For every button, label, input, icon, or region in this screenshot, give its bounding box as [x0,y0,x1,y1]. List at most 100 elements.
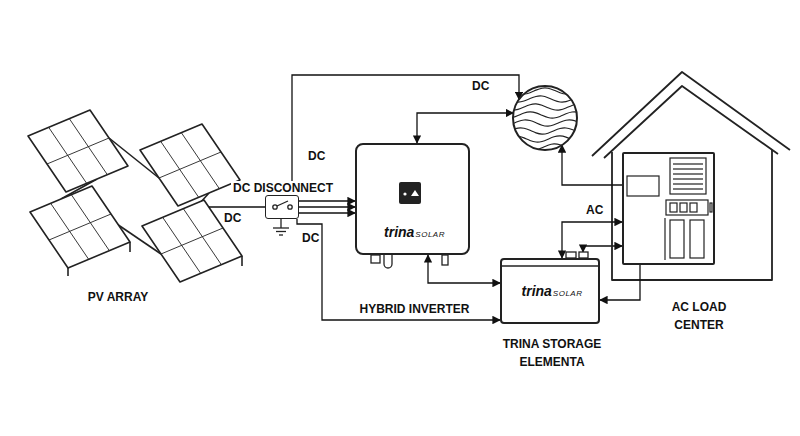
pv-array: PV ARRAY [20,95,209,270]
grid-symbol [512,85,578,151]
dc-wire [299,200,355,201]
grid-circle-outline [513,86,577,150]
brand-logo: trina [384,224,414,240]
ground-symbol [273,227,289,228]
wave-line [506,120,584,126]
ground-wire [280,219,281,228]
vent-line [673,173,703,174]
switch-contact [288,205,292,209]
indicator [710,203,712,212]
solar-panel [140,124,240,206]
panel-leg [67,268,69,276]
brand-logo: SOLAR [553,289,583,298]
vent-line [673,178,703,179]
breaker-column [690,220,704,258]
panel-cells [47,119,223,274]
dc-disconnect: DC DISCONNECT [265,195,299,219]
brand-logo-group: trinaSOLAR [502,282,602,300]
vent [670,158,706,194]
wire-label: DC [300,232,321,245]
wire-label: DC [222,212,243,225]
house-outline [592,72,790,280]
brand-logo: trina [522,283,552,299]
battery-lid [502,265,598,266]
panel-cell-line [47,138,109,164]
wire-label: DC [470,80,491,93]
switch-blade [277,201,288,206]
component-label: HYBRID INVERTER [359,302,469,316]
wire-connector [292,75,519,195]
vent-line [673,188,703,189]
wire-connector [428,255,500,283]
brand-logo: SOLAR [415,230,445,239]
dc-wire [299,212,355,213]
wire-connector [417,113,513,143]
component-label: PV ARRAY [88,290,148,304]
panel-divider [664,218,665,260]
dc-wires [299,201,622,252]
inverter-details [371,182,448,268]
cable-gland [384,255,392,268]
load-center-details [627,158,712,260]
component-label: AC LOAD CENTER [672,300,727,332]
ground-symbol [276,231,286,232]
control-button [680,203,687,212]
wire-connector [299,206,355,207]
pv-panels [28,110,242,282]
grid-circle [512,85,578,151]
component-label-group: PV ARRAY [60,287,176,305]
wave-line [506,112,584,118]
wire-connector [562,222,622,258]
control-button [670,203,677,212]
ac-wire [583,246,622,252]
switch-contact [273,205,277,209]
disconnect-symbol [273,201,292,235]
wire-label: AC [584,204,605,217]
wave-line [506,88,584,94]
display-led [403,192,406,195]
house-roof [604,86,778,158]
ac-load-center: AC LOAD CENTER [622,152,715,265]
wire-connector [209,206,265,207]
component-label-group: HYBRID INVERTER [349,299,480,317]
grid-waves [506,88,584,150]
panel-leg [241,256,243,266]
wave-line [506,136,584,142]
wire-connector [600,265,640,300]
component-label-group: TRINA STORAGE ELEMENTA [492,334,612,371]
panel-cell-line [49,214,111,240]
display-icon [411,190,419,196]
brand-logo-group: trinaSOLAR [357,223,472,241]
component-label: DC DISCONNECT [231,181,335,195]
house-walls [612,150,772,280]
solar-panel [28,110,128,192]
main-breaker [627,176,659,196]
vent-line [673,163,703,164]
solar-panel [30,186,130,268]
inverter-display [399,182,421,204]
cable-gland [442,255,448,265]
hybrid-inverter: trinaSOLARHYBRID INVERTER [355,143,470,255]
control-strip [666,200,708,215]
vent-lines [673,164,703,189]
panel-cell-line [159,152,221,178]
cable-gland [371,255,380,263]
wire-label: DC [306,150,327,163]
component-label: TRINA STORAGE ELEMENTA [503,337,602,369]
wave-line [506,104,584,110]
component-label-group: AC LOAD CENTER [654,297,744,334]
breaker-column [670,220,684,258]
wire-connector [562,145,622,185]
ground-symbol [279,234,283,235]
panel-cell-line [161,228,223,254]
control-button [690,203,697,212]
house-roof [592,72,790,156]
component-label-group: DC DISCONNECT [231,178,335,196]
vent-line [673,168,703,169]
storage-battery: trinaSOLARTRINA STORAGE ELEMENTA [500,258,600,324]
vent-line [673,183,703,184]
